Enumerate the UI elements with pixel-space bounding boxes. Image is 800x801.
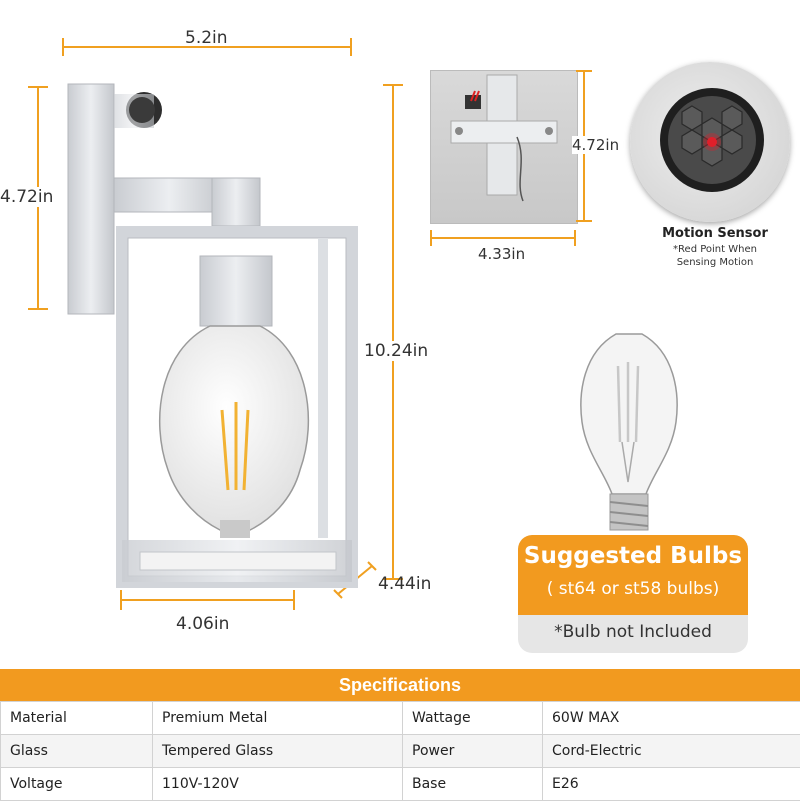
specifications-header: Specifications	[0, 669, 800, 701]
mount-width-label: 4.33in	[478, 245, 525, 263]
spec-label: Voltage	[1, 768, 153, 801]
top-width-tick-right	[350, 38, 352, 56]
spec-label: Base	[403, 768, 543, 801]
spec-value: Premium Metal	[153, 702, 403, 735]
total-height-label: 10.24in	[364, 341, 428, 361]
mount-height-tick-top	[576, 70, 592, 72]
mount-width-tick-right	[574, 230, 576, 246]
suggested-bulbs-box: Suggested Bulbs ( st64 or st58 bulbs) *B…	[518, 535, 748, 653]
bottom-width-label: 4.06in	[176, 614, 229, 634]
top-width-tick-left	[62, 38, 64, 56]
motion-sensor-icon	[630, 62, 790, 222]
motion-sensor-note-line2: Sensing Motion	[640, 256, 790, 269]
top-width-label: 5.2in	[185, 28, 228, 48]
table-row: Material Premium Metal Wattage 60W MAX	[1, 702, 800, 735]
spec-label: Glass	[1, 735, 153, 768]
table-row: Voltage 110V-120V Base E26	[1, 768, 800, 801]
left-height-tick-top	[28, 86, 48, 88]
suggested-bulbs-subtitle: ( st64 or st58 bulbs)	[518, 579, 748, 599]
spec-value: 60W MAX	[543, 702, 800, 735]
motion-sensor-title: Motion Sensor	[640, 226, 790, 241]
motion-sensor-note: *Red Point When Sensing Motion	[640, 243, 790, 269]
motion-sensor-photo	[630, 62, 790, 222]
mount-height-label: 4.72in	[572, 136, 619, 154]
spec-value: E26	[543, 768, 800, 801]
mount-width-line	[430, 237, 576, 239]
motion-sensor-note-line1: *Red Point When	[640, 243, 790, 256]
suggested-bulbs-title: Suggested Bulbs	[518, 543, 748, 569]
specifications-table: Material Premium Metal Wattage 60W MAX G…	[0, 701, 800, 801]
mounting-bracket-icon	[431, 71, 577, 223]
suggested-bulbs-banner: Suggested Bulbs ( st64 or st58 bulbs)	[518, 535, 748, 615]
spec-label: Power	[403, 735, 543, 768]
mounting-bracket-photo	[430, 70, 578, 224]
spec-value: 110V-120V	[153, 768, 403, 801]
total-height-tick-top	[383, 84, 403, 86]
depth-label: 4.44in	[378, 574, 431, 594]
table-row: Glass Tempered Glass Power Cord-Electric	[1, 735, 800, 768]
wall-lantern-illustration	[60, 80, 360, 600]
edison-bulb-illustration	[574, 322, 684, 534]
spec-label: Material	[1, 702, 153, 735]
spec-value: Tempered Glass	[153, 735, 403, 768]
left-height-tick-bottom	[28, 308, 48, 310]
left-height-label: 4.72in	[0, 187, 53, 207]
spec-value: Cord-Electric	[543, 735, 800, 768]
bulb-not-included-note: *Bulb not Included	[518, 622, 748, 642]
mount-height-tick-bottom	[576, 220, 592, 222]
mount-width-tick-left	[430, 230, 432, 246]
total-height-line	[392, 84, 394, 580]
spec-label: Wattage	[403, 702, 543, 735]
